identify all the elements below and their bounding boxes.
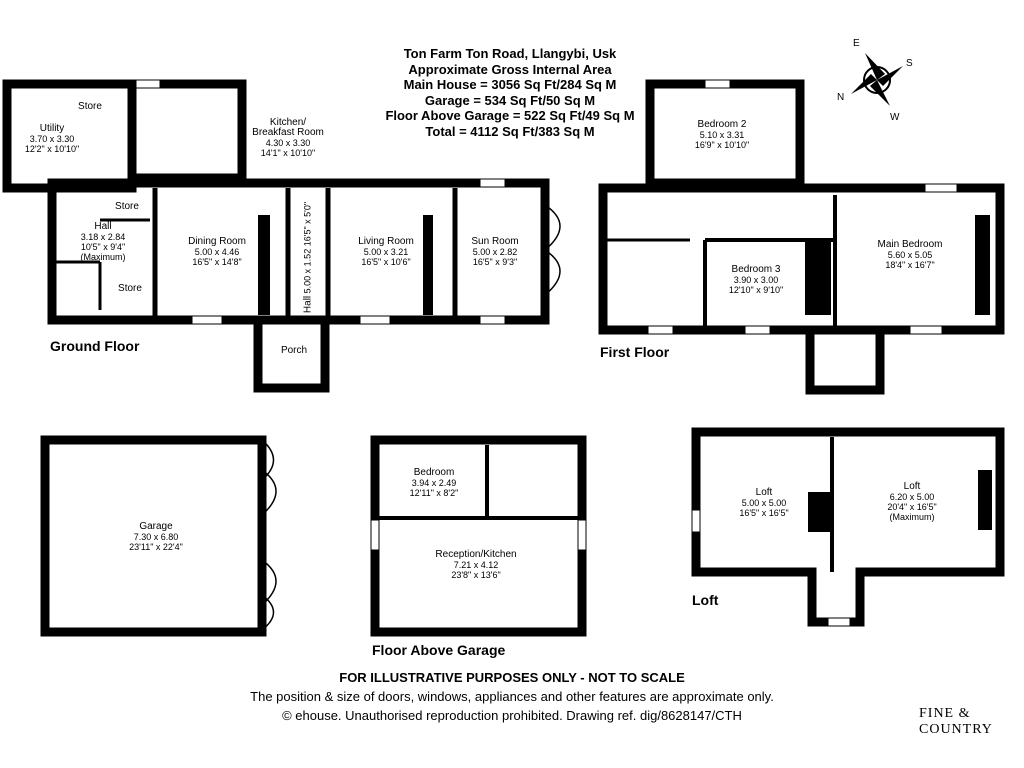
room-bedroom-2: Bedroom 2 5.10 x 3.31 16'9" x 10'10" [694,119,750,151]
room-bedroom: Bedroom 3.94 x 2.49 12'11" x 8'2" [409,467,459,499]
room-bedroom-3: Bedroom 3 3.90 x 3.00 12'10" x 9'10" [728,264,784,296]
floor-label-ground: Ground Floor [50,338,140,354]
room-store: Store [78,101,102,112]
room-utility: Utility 3.70 x 3.30 12'2" x 10'10" [24,123,80,155]
floor-label-first: First Floor [600,344,670,360]
header-line: Garage = 534 Sq Ft/50 Sq M [424,92,596,108]
compass-rose-icon [851,53,903,106]
header-line: Main House = 3056 Sq Ft/284 Sq M [403,77,617,92]
room-loft: Loft 5.00 x 5.00 16'5" x 16'5" [739,487,789,519]
compass-east: E [853,38,860,49]
room-hall: Hall 5.00 x 1.52 16'5" x 5'0" [302,201,314,314]
disclaimer-text: The position & size of doors, windows, a… [250,689,774,704]
room-main-bedroom: Main Bedroom 5.60 x 5.05 18'4" x 16'7" [877,239,943,271]
wall-bed2 [645,79,805,188]
room-loft: Loft 6.20 x 5.00 20'4" x 16'5" (Maximum) [887,481,937,523]
room-reception-kitchen: Reception/Kitchen 7.21 x 4.12 23'8" x 13… [435,549,517,581]
brand-logo: FINE & COUNTRY [919,706,993,737]
wall-loft [691,427,1005,627]
copyright-text: © ehouse. Unauthorised reproduction proh… [282,708,742,723]
floor-label-garage-above: Floor Above Garage [372,642,506,658]
wall-porch [253,320,330,393]
room-porch: Porch [280,345,308,356]
room-kitchen: Kitchen/ Breakfast Room 4.30 x 3.30 14'1… [252,117,324,159]
wall-kitchen [132,79,247,183]
compass-west: W [890,112,900,123]
wall-utility [2,79,137,193]
header-line: Approximate Gross Internal Area [408,61,612,77]
room-dining: Dining Room 5.00 x 4.46 16'5" x 14'8" [188,236,246,268]
room-sun: Sun Room 5.00 x 2.82 16'5" x 9'3" [471,236,519,268]
room-store: Store [115,201,139,212]
room-living: Living Room 5.00 x 3.21 16'5" x 10'6" [358,236,414,268]
compass [835,38,925,128]
wall-garage-above [370,435,587,637]
plan-header: Ton Farm Ton Road, Llangybi, Usk Approxi… [300,46,720,139]
room-garage: Garage 7.30 x 6.80 23'11" x 22'4" [129,521,183,553]
wall-ground-main [47,178,550,325]
disclaimer-title: FOR ILLUSTRATIVE PURPOSES ONLY - NOT TO … [339,670,685,685]
wall-garage [40,435,267,637]
compass-north: N [837,92,845,103]
room-hall: Hall 3.18 x 2.84 10'5" x 9'4" (Maximum) [80,221,126,263]
room-store: Store [118,283,142,294]
floor-label-loft: Loft [692,592,719,608]
header-line: Floor Above Garage = 522 Sq Ft/49 Sq M [385,108,635,123]
header-line: Total = 4112 Sq Ft/383 Sq M [425,123,595,139]
wall-ensuite [805,330,885,395]
header-line: Ton Farm Ton Road, Llangybi, Usk [403,46,617,61]
compass-south: S [906,58,913,69]
wall-first-main [598,183,1005,335]
